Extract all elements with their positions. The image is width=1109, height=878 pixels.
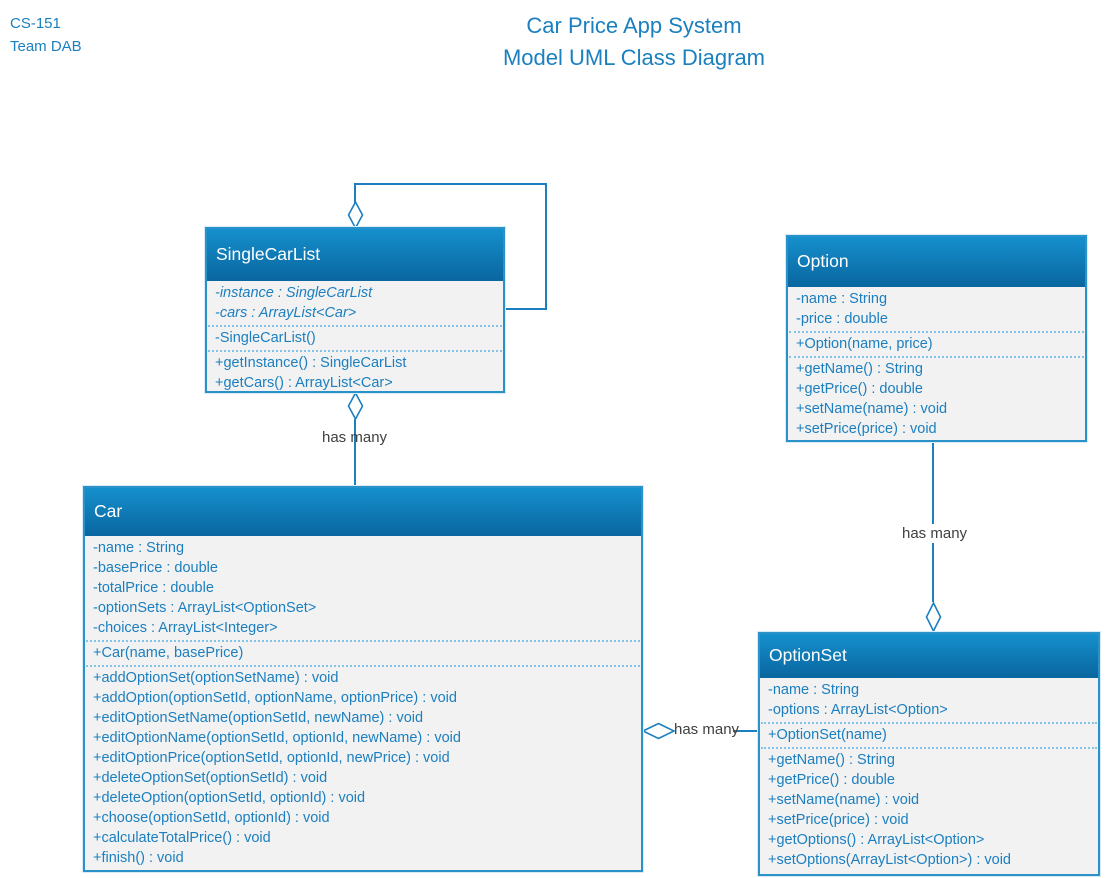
class-optionset-body: -name : String -options : ArrayList<Opti…: [760, 678, 1098, 870]
aggregation-diamond-icon: [347, 392, 364, 420]
attribute: -cars : ArrayList<Car>: [215, 305, 357, 321]
method: +editOptionName(optionSetId, optionId, n…: [93, 730, 461, 746]
method: +deleteOption(optionSetId, optionId) : v…: [93, 790, 366, 806]
method: +getPrice() : double: [796, 381, 923, 397]
scl-car-multiplicity-label: has many: [322, 429, 388, 446]
method: +choose(optionSetId, optionId) : void: [93, 810, 330, 826]
class-name: Car: [94, 501, 123, 521]
class-name: OptionSet: [769, 645, 847, 665]
class-singlecarlist-body: -instance : SingleCarList -cars : ArrayL…: [207, 281, 503, 393]
method: +setPrice(price) : void: [796, 421, 937, 437]
class-optionset-header: OptionSet: [760, 634, 1098, 678]
method: +getOptions() : ArrayList<Option>: [768, 832, 985, 848]
class-singlecarlist: SingleCarList -instance : SingleCarList …: [205, 227, 505, 393]
compartment-divider: [789, 330, 1084, 333]
attribute: -price : double: [796, 311, 888, 327]
aggregation-diamond-icon: [347, 201, 364, 229]
class-name: Option: [797, 251, 849, 271]
method: +getInstance() : SingleCarList: [215, 355, 407, 371]
attribute: -basePrice : double: [93, 560, 218, 576]
compartment-divider: [789, 355, 1084, 358]
method: +addOption(optionSetId, optionName, opti…: [93, 690, 457, 706]
page-title: Car Price App System Model UML Class Dia…: [334, 10, 934, 74]
method: +getPrice() : double: [768, 772, 895, 788]
page-title-line2: Model UML Class Diagram: [502, 45, 766, 70]
option-optionset-line: [932, 442, 934, 602]
page-title-line1: Car Price App System: [526, 13, 742, 38]
option-optionset-multiplicity-label: has many: [899, 524, 971, 543]
method: +addOptionSet(optionSetName) : void: [93, 670, 339, 686]
selfloop-line-right: [545, 183, 547, 310]
method: +setName(name) : void: [796, 401, 948, 417]
team-name: Team DAB: [10, 38, 82, 55]
attribute: -name : String: [93, 540, 185, 556]
course-code: CS-151: [10, 15, 61, 32]
attribute: -options : ArrayList<Option>: [768, 702, 948, 718]
class-car-body: -name : String -basePrice : double -tota…: [85, 536, 641, 868]
attribute: -name : String: [768, 682, 860, 698]
class-singlecarlist-header: SingleCarList: [207, 229, 503, 281]
attribute: -totalPrice : double: [93, 580, 214, 596]
class-optionset: OptionSet -name : String -options : Arra…: [758, 632, 1100, 876]
aggregation-diamond-icon: [925, 602, 942, 632]
corner-label: CS-151 Team DAB: [10, 12, 82, 58]
car-optionset-multiplicity-label: has many: [674, 721, 740, 738]
compartment-divider: [761, 721, 1097, 724]
method: +finish() : void: [93, 850, 184, 866]
constructor: +OptionSet(name): [768, 727, 887, 743]
compartment-divider: [86, 664, 640, 667]
selfloop-line-up: [354, 183, 356, 204]
constructor: +Car(name, basePrice): [93, 645, 244, 661]
method: +getName() : String: [796, 361, 923, 377]
aggregation-diamond-icon: [642, 722, 675, 740]
method: +editOptionSetName(optionSetId, newName)…: [93, 710, 424, 726]
class-name: SingleCarList: [216, 244, 321, 264]
class-option-body: -name : String -price : double +Option(n…: [788, 287, 1085, 439]
attribute: -optionSets : ArrayList<OptionSet>: [93, 600, 317, 616]
class-car-header: Car: [85, 488, 641, 536]
compartment-divider: [761, 746, 1097, 749]
constructor: +Option(name, price): [796, 336, 933, 352]
car-optionset-line: [733, 730, 760, 732]
method: +editOptionPrice(optionSetId, optionId, …: [93, 750, 450, 766]
method: +deleteOptionSet(optionSetId) : void: [93, 770, 328, 786]
class-option-header: Option: [788, 237, 1085, 287]
class-car: Car -name : String -basePrice : double -…: [83, 486, 643, 872]
scl-car-line: [354, 419, 356, 486]
selfloop-line-bottom: [505, 308, 547, 310]
compartment-divider: [208, 349, 502, 352]
compartment-divider: [208, 324, 502, 327]
selfloop-line-top: [354, 183, 547, 185]
method: +getCars() : ArrayList<Car>: [215, 375, 393, 391]
method: +calculateTotalPrice() : void: [93, 830, 271, 846]
method: +setOptions(ArrayList<Option>) : void: [768, 852, 1011, 868]
method: +getName() : String: [768, 752, 895, 768]
method: +setPrice(price) : void: [768, 812, 909, 828]
attribute: -name : String: [796, 291, 888, 307]
class-option: Option -name : String -price : double +O…: [786, 235, 1087, 442]
attribute: -instance : SingleCarList: [215, 285, 373, 301]
attribute: -choices : ArrayList<Integer>: [93, 620, 278, 636]
compartment-divider: [86, 639, 640, 642]
constructor: -SingleCarList(): [215, 330, 316, 346]
method: +setName(name) : void: [768, 792, 920, 808]
